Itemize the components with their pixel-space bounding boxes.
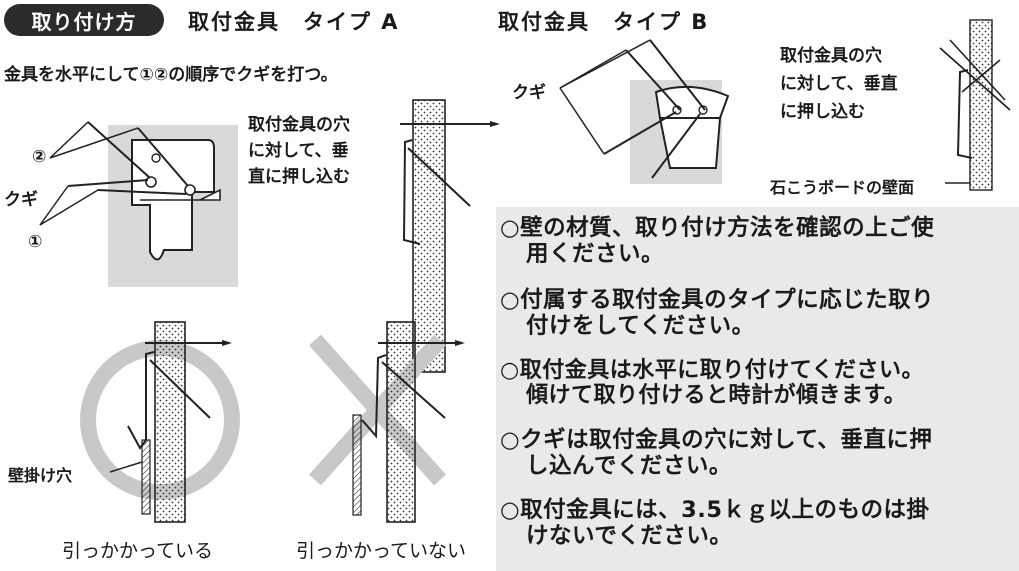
wall-surface-label: 石こうボードの壁面 (770, 178, 915, 197)
label-step-2: ② (32, 147, 47, 167)
note-item: ○クギは取付金具の穴に対して、垂直に押 し込んでください。 (500, 427, 933, 480)
section-badge: 取り付け方 (4, 4, 164, 36)
note-line: 傾けて取り付けると時計が傾きます。 (526, 383, 907, 409)
ng-example-figure (309, 321, 465, 523)
type-b-title: 取付金具 タイプ B (498, 10, 710, 34)
note-item: ○取付金具は水平に取り付けてください。 傾けて取り付けると時計が傾きます。 (500, 358, 924, 409)
label-nail-b: クギ (512, 83, 546, 103)
note-line: ○付属する取付金具のタイプに応じた取り (500, 287, 935, 313)
type-a-instruction: 金具を水平にして①②の順序でクギを打つ。 (4, 65, 338, 85)
note-item: ○壁の材質、取り付け方法を確認の上ご使 用ください。 (500, 215, 935, 268)
note-line: し込んでください。 (526, 452, 732, 479)
note-line: 用ください。 (526, 240, 665, 267)
ok-example-figure (80, 321, 240, 523)
type-a-title: 取付金具 タイプ A (188, 10, 400, 34)
note-line: ○壁の材質、取り付け方法を確認の上ご使 (500, 215, 935, 241)
hole-note-line: に押し込む (780, 102, 865, 122)
note-line: ○クギは取付金具の穴に対して、垂直に押 (500, 427, 933, 453)
notes-panel (496, 207, 1019, 571)
hole-note-line: 取付金具の穴 (780, 46, 882, 66)
type-b-bracket-figure (559, 39, 730, 184)
hang-hole-label: 壁掛け穴 (8, 466, 73, 485)
note-line: けないでください。 (526, 522, 733, 549)
hole-note-line: 直に押し込む (248, 167, 350, 187)
note-line: 付けをしてください。 (526, 312, 755, 339)
type-b-hole-note: 取付金具の穴 に対して、垂直 に押し込む (780, 42, 898, 126)
type-a-hole-note: 取付金具の穴 に対して、垂 直に押し込む (248, 112, 350, 190)
label-nail-a: クギ (4, 190, 38, 210)
type-a-bracket-figure (39, 121, 238, 287)
note-item: ○付属する取付金具のタイプに応じた取り 付けをしてください。 (500, 287, 935, 340)
type-a-wall-section (400, 99, 500, 373)
type-b-wall-section (939, 19, 1011, 191)
label-step-1: ① (28, 232, 43, 252)
note-item: ○取付金具には、3.5ｋｇ以上のものは掛 けないでください。 (500, 497, 930, 550)
ng-caption: 引っかかっていない (296, 540, 467, 562)
note-line: ○取付金具には、3.5ｋｇ以上のものは掛 (500, 497, 930, 523)
hole-note-line: 取付金具の穴 (248, 115, 350, 135)
ok-caption: 引っかかっている (62, 540, 214, 562)
hole-note-line: に対して、垂直 (780, 74, 898, 94)
hole-note-line: に対して、垂 (248, 141, 349, 161)
note-line: ○取付金具は水平に取り付けてください。 (500, 358, 925, 383)
